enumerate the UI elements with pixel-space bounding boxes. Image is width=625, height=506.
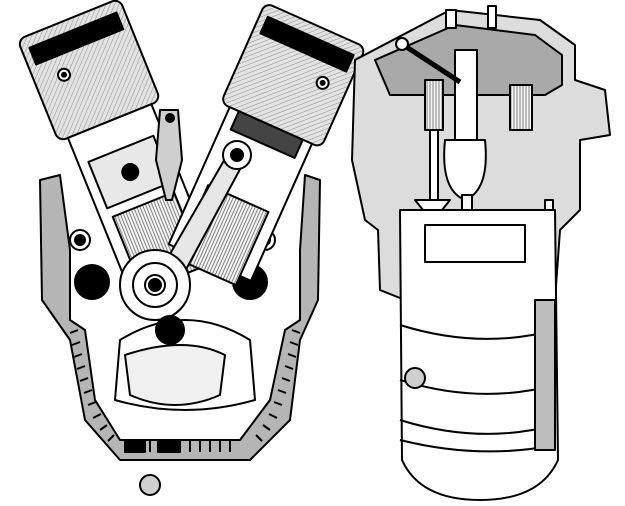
cylinder-head-cutaway <box>351 5 611 501</box>
v-twin-engine <box>18 0 365 496</box>
